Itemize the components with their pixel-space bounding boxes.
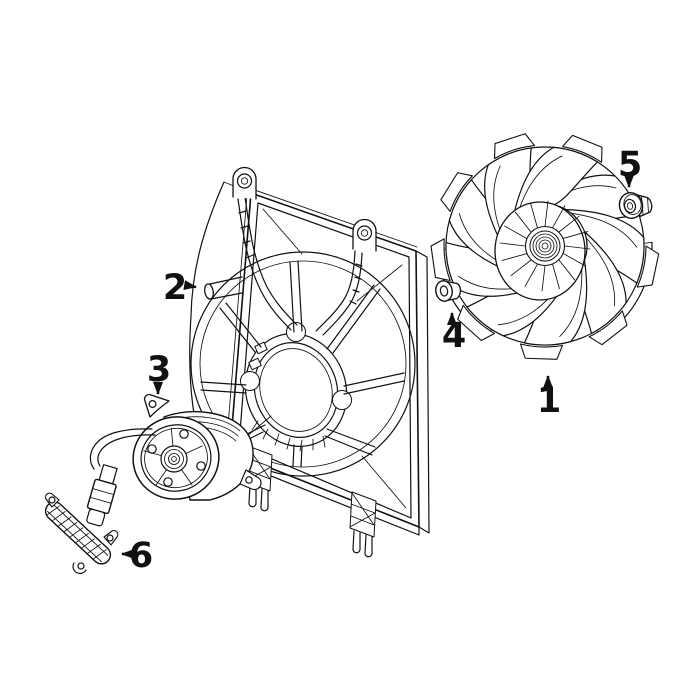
- motor-wire-harness: [89, 428, 156, 470]
- mounting-pin: [204, 276, 243, 300]
- callouts: 1 2 3 4 5 6: [121, 145, 642, 576]
- callout-4: 4: [442, 312, 466, 356]
- harness-bracket: [44, 492, 119, 575]
- shroud-spokes: [200, 260, 405, 468]
- callout-6-label: 6: [129, 536, 153, 576]
- mount-grommet: [435, 280, 462, 302]
- fan-motor: [86, 393, 262, 527]
- fan-blade-assembly: [420, 125, 671, 373]
- callout-3: 3: [147, 350, 171, 395]
- callout-2-arrow: [183, 280, 197, 290]
- shroud-ring-inner: [199, 260, 407, 468]
- callout-4-label: 4: [442, 316, 466, 356]
- motor-ear: [239, 469, 262, 491]
- callout-1: 1: [537, 375, 561, 421]
- flange-nut: [618, 192, 653, 219]
- mounting-tab-left: [232, 166, 257, 200]
- callout-2-label: 2: [163, 268, 187, 308]
- motor-connector: [86, 464, 118, 527]
- lower-leg-right: [349, 491, 377, 558]
- mount-boss: [286, 322, 306, 342]
- callout-6: 6: [121, 536, 153, 576]
- shroud-ring-outer: [190, 251, 416, 477]
- shroud-barrel-edge: [189, 181, 225, 431]
- mount-boss: [332, 390, 352, 410]
- callout-5: 5: [618, 145, 642, 188]
- callout-2: 2: [163, 268, 197, 308]
- callout-1-label: 1: [537, 381, 561, 421]
- shroud-straps: [237, 196, 363, 336]
- mount-boss: [240, 371, 260, 391]
- fan-hub: [494, 200, 591, 301]
- mounting-tab-right: [352, 218, 377, 252]
- motor-mount-tab: [143, 393, 170, 418]
- callout-3-label: 3: [147, 350, 171, 390]
- motor-mount-ring: [244, 333, 348, 447]
- callout-5-label: 5: [618, 145, 642, 185]
- fan-shroud: [189, 166, 430, 558]
